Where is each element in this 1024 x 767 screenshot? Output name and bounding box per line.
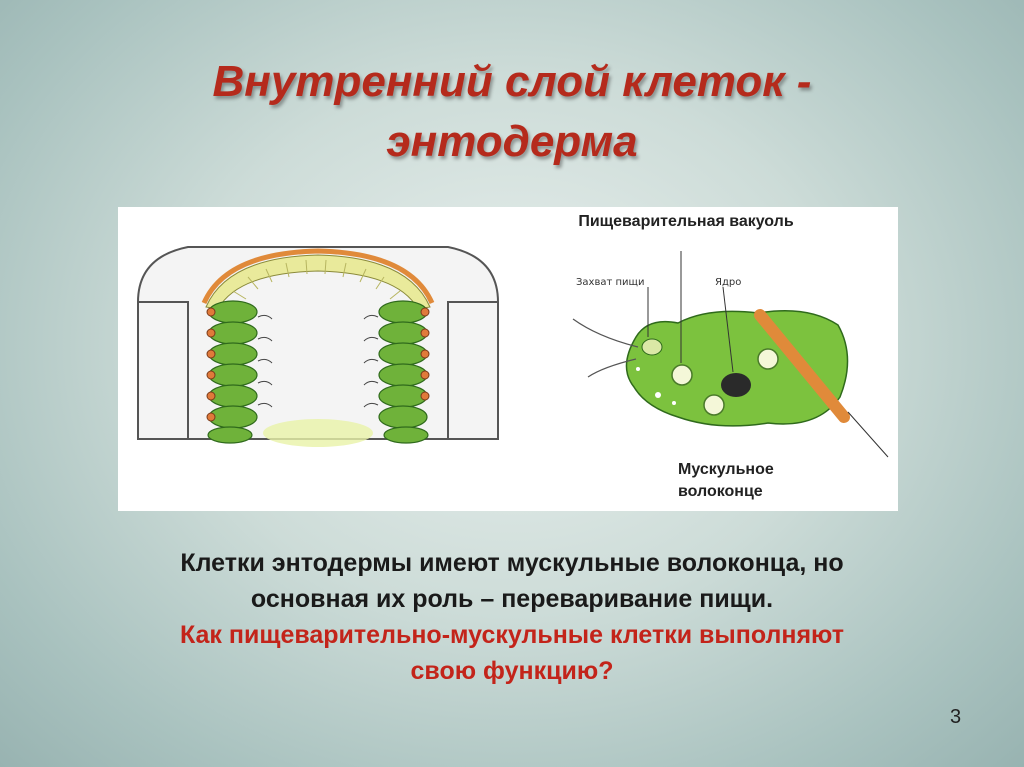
statement-line-1: Клетки энтодермы имеют мускульные волоко… [180,549,844,577]
label-food-capture: Захват пищи [576,277,645,288]
question-line-1: Как пищеварительно-мускульные клетки вып… [179,621,845,649]
label-digestive-vacuole: Пищеварительная вакуоль [578,213,794,230]
endoderm-diagram [137,246,889,458]
title-line-2: энтодерма [386,117,638,166]
body-wall-section [137,246,499,447]
digestive-muscle-cell [572,251,889,458]
slide-body-text: Клетки энтодермы имеют мускульные волоко… [40,545,984,689]
label-muscle-fiber: Мускульное волоконце [678,461,774,500]
title-line-1: Внутренний слой клеток - [212,57,812,106]
slide-title: Внутренний слой клеток - энтодерма [0,52,1024,172]
label-nucleus: Ядро [715,277,742,288]
statement-line-2: основная их роль – переваривание пищи. [250,585,774,613]
illustration-panel: Пищеварительная вакуоль Захват пищи Ядро… [118,207,898,511]
page-number: 3 [950,706,962,728]
question-line-2: свою функцию? [410,657,614,685]
